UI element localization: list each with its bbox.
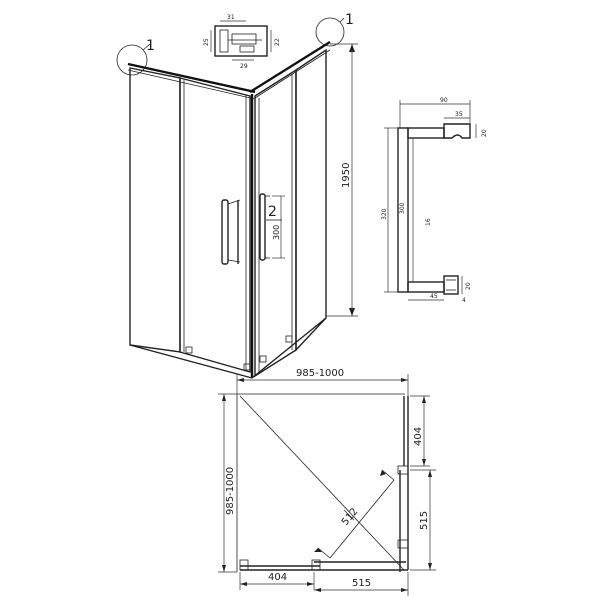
handle-overall-length: 320 xyxy=(381,208,388,220)
callout-circle-left xyxy=(116,44,148,76)
handle-bar-diameter: 16 xyxy=(425,218,432,226)
door-handle-left xyxy=(221,199,241,265)
handle-mount-width: 35 xyxy=(455,111,463,118)
left-sliding-panel xyxy=(179,77,251,373)
right-fixed-panel xyxy=(295,48,327,352)
profile-left-height: 25 xyxy=(203,38,210,46)
door-handle-right xyxy=(259,193,270,261)
callout-1-right: 1 xyxy=(345,12,354,28)
plan-right-fixed-label: 404 xyxy=(413,427,424,446)
handle-bottom-offset: 45 xyxy=(430,293,438,300)
handle-mount-height-top: 20 xyxy=(481,129,488,137)
height-label: 1950 xyxy=(341,163,352,188)
handle-callout-2: 2 xyxy=(268,204,277,220)
handle-depth-total: 90 xyxy=(440,97,448,104)
top-rail-left xyxy=(127,62,256,94)
plan-width-label: 985-1000 xyxy=(296,368,344,379)
callout-circle-right xyxy=(315,17,345,47)
elevation-view: 300 2 1950 1 1 xyxy=(116,12,358,379)
handle-span-label: 300 xyxy=(272,225,281,240)
top-rail-right xyxy=(249,40,331,94)
handle-mount-height-bottom: 20 xyxy=(465,282,472,290)
plan-right-opening-label: 515 xyxy=(419,511,430,530)
plan-bottom-opening-label: 515 xyxy=(352,578,371,589)
profile-top-width: 31 xyxy=(227,14,235,21)
callout-1-left: 1 xyxy=(146,38,155,54)
profile-right-height: 22 xyxy=(274,38,281,46)
plan-depth-label: 985-1000 xyxy=(225,467,236,515)
plan-bottom-fixed-label: 404 xyxy=(268,572,287,583)
profile-bottom-width: 29 xyxy=(240,63,248,70)
right-sliding-panel xyxy=(254,68,297,378)
handle-detail: 90 35 20 320 300 16 20 4 45 xyxy=(381,97,488,304)
handle-grip-length: 300 xyxy=(399,202,406,214)
left-fixed-panel xyxy=(129,67,181,353)
plan-view: 512 985-1000 985-1000 404 515 xyxy=(218,368,436,596)
profile-section-detail: 31 25 22 29 xyxy=(203,14,281,70)
handle-tiny-label: 4 xyxy=(462,297,466,304)
